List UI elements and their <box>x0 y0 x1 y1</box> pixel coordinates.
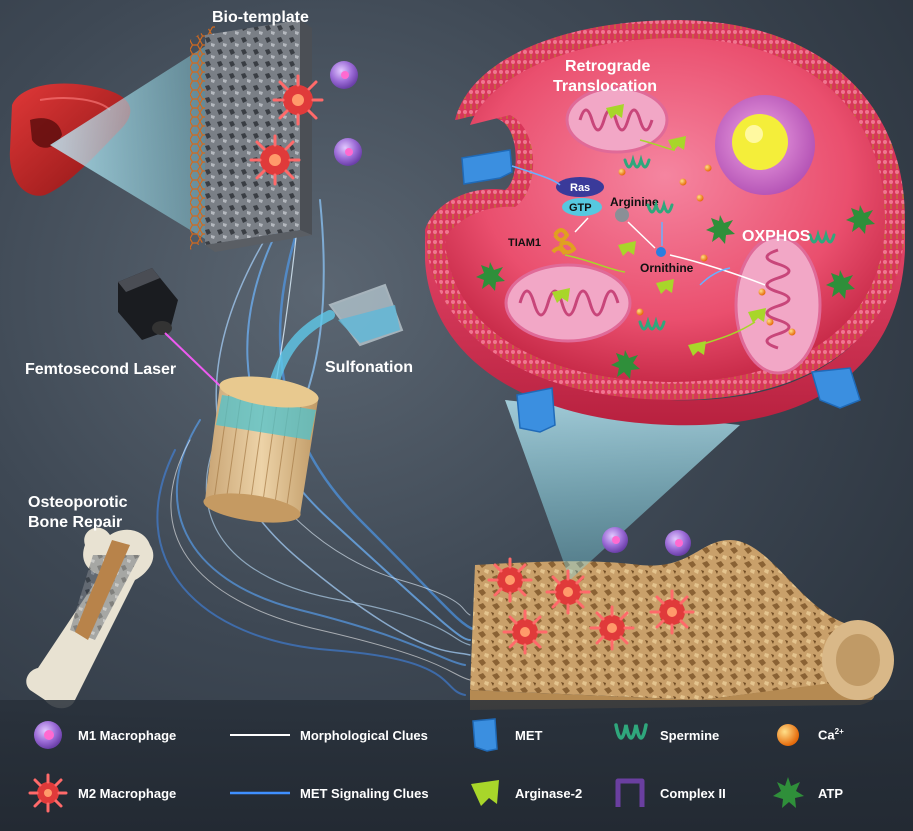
m2-macrophages-sheet <box>487 557 695 655</box>
legend-met: MET <box>465 715 542 755</box>
label-bio-template: Bio-template <box>212 9 309 26</box>
m1-macrophages-sheet <box>602 527 691 556</box>
cell <box>425 20 905 426</box>
label-gtp: GTP <box>569 202 592 214</box>
label-tiam1: TIAM1 <box>508 237 541 249</box>
ras-gtp-complex <box>556 177 604 216</box>
cylinder-scaffold <box>203 376 319 523</box>
label-ras: Ras <box>570 182 590 194</box>
label-translocation: Translocation <box>553 78 657 95</box>
m2-macrophage-icon <box>28 773 68 813</box>
legend-complex2: Complex II <box>610 773 726 813</box>
light-streams <box>156 189 477 696</box>
zoom-beam-liver <box>50 40 215 245</box>
met-icon <box>465 715 505 755</box>
blue-line-icon <box>230 773 290 813</box>
label-sulfonation: Sulfonation <box>325 359 413 376</box>
legend-morph: Morphological Clues <box>230 715 428 755</box>
legend-spermine: Spermine <box>610 715 719 755</box>
atp-molecules <box>476 205 875 379</box>
label-ornithine: Ornithine <box>640 261 694 275</box>
legend-met-signal: MET Signaling Clues <box>230 773 429 813</box>
arginase-icon <box>465 773 505 813</box>
label-oxphos: OXPHOS <box>742 228 811 245</box>
m1-macrophage-1 <box>330 61 358 89</box>
bio-template-scaffold <box>190 20 312 252</box>
legend: M1 Macrophage Morphological Clues MET Sp… <box>0 700 913 831</box>
label-bone-repair: Bone Repair <box>28 514 122 531</box>
nucleus <box>715 95 815 195</box>
bone-model <box>26 527 154 709</box>
met-receptor-3 <box>811 367 861 409</box>
mitochondrion-left <box>504 263 632 343</box>
femtosecond-laser-device <box>118 268 241 406</box>
m1-macrophage-2 <box>334 138 362 166</box>
m1-macrophage-icon <box>28 715 68 755</box>
label-retrograde: Retrograde <box>565 58 650 75</box>
spermine-molecules <box>623 154 836 331</box>
calcium-icon <box>768 715 808 755</box>
mitochondrion-right <box>734 235 822 375</box>
met-receptor-2 <box>516 387 556 433</box>
ornithine-molecule <box>656 247 666 257</box>
sulfonation-beaker <box>270 283 404 385</box>
legend-m2: M2 Macrophage <box>28 773 176 813</box>
met-receptor-1 <box>461 149 513 185</box>
legend-m1: M1 Macrophage <box>28 715 176 755</box>
legend-atp: ATP <box>768 773 843 813</box>
pathway-arrows <box>511 139 766 346</box>
mitochondrion-top <box>565 86 669 154</box>
arginine-molecule <box>615 208 629 222</box>
m2-macrophage-template-2 <box>249 134 301 186</box>
label-femtosecond-laser: Femtosecond Laser <box>25 361 176 378</box>
spermine-icon <box>610 715 650 755</box>
tiam1-protein <box>551 228 577 256</box>
legend-arginase: Arginase-2 <box>465 773 582 813</box>
label-arginine: Arginine <box>610 195 659 209</box>
complex-ii-icon <box>610 773 650 813</box>
white-line-icon <box>230 715 290 755</box>
zoom-beam-cell <box>505 400 740 580</box>
calcium-ions <box>618 164 796 336</box>
label-osteoporotic: Osteoporotic <box>28 494 128 511</box>
m2-macrophage-template-1 <box>272 74 324 126</box>
atp-icon <box>768 773 808 813</box>
legend-calcium: Ca2+ <box>768 715 844 755</box>
